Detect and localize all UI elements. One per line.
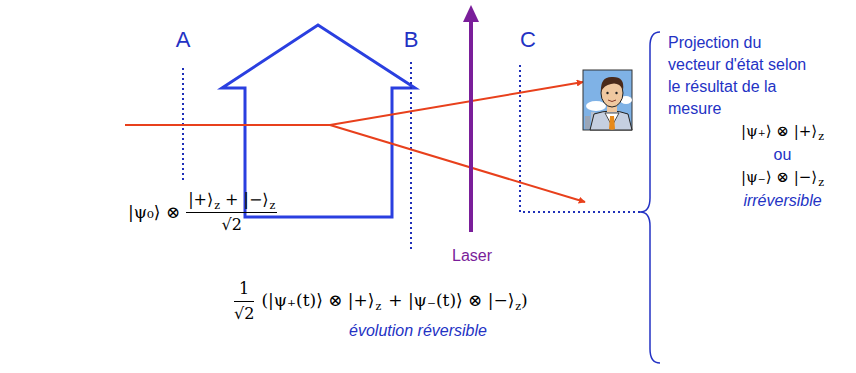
icon-hair xyxy=(601,77,623,92)
fraction: 1√2 xyxy=(234,279,254,323)
icon-cloud xyxy=(586,101,606,111)
fraction: |+⟩z+ |−⟩z√2 xyxy=(186,190,277,234)
connector-word: ou xyxy=(774,144,792,166)
subscript: z xyxy=(375,296,381,318)
fraction-denominator-text: √2 xyxy=(234,304,254,323)
formula-evolution: 1√2(|ψ₊(t)⟩ ⊗ |+⟩z+ |ψ₋(t)⟩ ⊗ |−⟩z) xyxy=(228,279,528,323)
subscript: z xyxy=(214,199,220,212)
plane-b-line xyxy=(410,62,412,252)
note-text: irréversible xyxy=(743,190,821,212)
subscript: z xyxy=(818,126,824,148)
observer-icon xyxy=(583,70,632,130)
icon-eye xyxy=(606,92,608,94)
formula-part: |ψ₀⟩ ⊗ xyxy=(128,201,180,223)
state-formula: + |−⟩ xyxy=(225,190,269,209)
state-formula: |ψ₀⟩ ⊗ xyxy=(128,201,180,223)
curly-brace xyxy=(640,32,660,363)
fraction-numerator-text: 1 xyxy=(239,279,249,298)
laser-label: Laser xyxy=(452,247,492,265)
beam-down xyxy=(330,125,585,202)
formula-initial: |ψ₀⟩ ⊗|+⟩z+ |−⟩z√2 xyxy=(128,190,279,234)
subscript: z xyxy=(818,172,824,194)
text-wrap: irréversible xyxy=(743,190,821,212)
icon-building xyxy=(585,116,590,129)
state-formula: ) xyxy=(521,289,528,311)
result-column: |ψ₊⟩ ⊗ |+⟩zou|ψ₋⟩ ⊗ |−⟩zirréversible xyxy=(715,120,850,212)
state-formula: |+⟩ xyxy=(188,190,213,209)
icon-mouth xyxy=(608,100,616,102)
formula-result: |ψ₋⟩ ⊗ |−⟩z xyxy=(741,166,824,190)
plane-label: C xyxy=(520,27,536,53)
icon-eye xyxy=(615,92,617,94)
fraction-denominator: √2 xyxy=(234,301,254,323)
state-formula: |ψ₊⟩ ⊗ |+⟩ xyxy=(741,120,817,142)
plane-label: B xyxy=(404,27,419,53)
text-wrap: ou xyxy=(774,144,792,166)
atom-beam xyxy=(125,124,330,126)
state-formula: |ψ₋⟩ ⊗ |−⟩ xyxy=(741,166,817,188)
subscript: z xyxy=(515,296,521,318)
plane-c-line xyxy=(520,65,640,212)
plane-label: A xyxy=(176,27,191,53)
beam-up xyxy=(330,82,583,125)
icon-tie xyxy=(609,116,615,130)
state-formula: (|ψ₊(t)⟩ ⊗ |+⟩ xyxy=(261,289,374,311)
fraction-denominator: √2 xyxy=(186,212,277,234)
icon-sky xyxy=(583,70,632,130)
formula-result: |ψ₊⟩ ⊗ |+⟩z xyxy=(741,120,824,144)
fraction-numerator: |+⟩z+ |−⟩z xyxy=(186,190,277,212)
state-formula: + |ψ₋(t)⟩ ⊗ |−⟩ xyxy=(388,289,514,311)
laser-head xyxy=(463,5,479,22)
fraction-numerator: 1 xyxy=(234,279,254,301)
explanation-text: Projection du vecteur d'état selon le ré… xyxy=(668,32,810,120)
formula-part: (|ψ₊(t)⟩ ⊗ |+⟩z+ |ψ₋(t)⟩ ⊗ |−⟩z) xyxy=(256,289,527,314)
subscript: z xyxy=(270,199,276,212)
laser-beam xyxy=(469,20,473,232)
fraction-denominator-text: √2 xyxy=(222,215,242,234)
icon-suit xyxy=(590,111,632,130)
note-text: évolution réversible xyxy=(349,322,487,340)
magnet-arrow xyxy=(222,25,415,217)
